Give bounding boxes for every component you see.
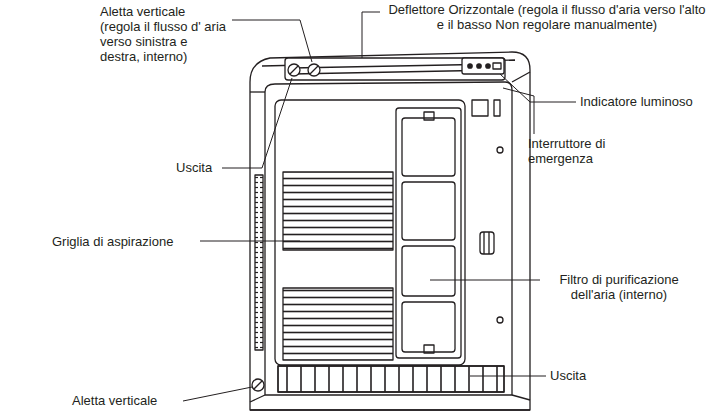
part-label: Uscita <box>550 368 610 383</box>
part-label: Deflettore Orizzontale (regola il flusso… <box>384 2 710 32</box>
part-label: Interruttore di emergenza <box>528 136 612 166</box>
part-label: Uscita <box>176 160 220 175</box>
part-label: Indicatore luminoso <box>580 94 710 109</box>
part-label: Aletta verticale <box>72 393 182 408</box>
part-label: Aletta verticale (regola il flusso d' ar… <box>100 4 228 64</box>
part-label: Griglia di aspirazione <box>52 234 198 249</box>
leader-lines <box>183 12 576 401</box>
part-label: Filtro di purificazione dell'aria (inter… <box>544 272 694 302</box>
